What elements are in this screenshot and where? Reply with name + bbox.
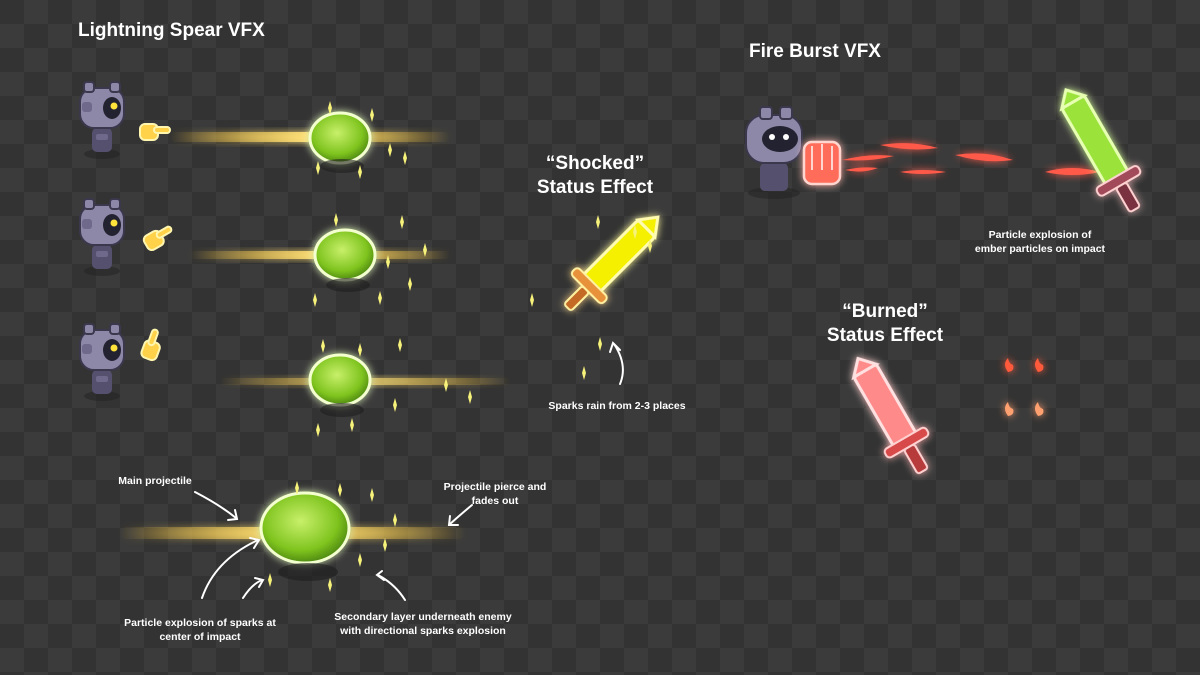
note-ember-particles: Particle explosion of ember particles on… bbox=[965, 228, 1115, 256]
shocked-status-line1: “Shocked” bbox=[545, 153, 645, 174]
robot-enemy-icon bbox=[745, 106, 803, 199]
note-sparks-center: Particle explosion of sparks at center o… bbox=[105, 616, 295, 644]
note-pierce-line1: Projectile pierce and bbox=[443, 481, 547, 493]
fire-particles bbox=[842, 143, 1100, 175]
fire-section-title: Fire Burst VFX bbox=[749, 41, 881, 62]
robot-enemy-icon bbox=[79, 323, 125, 402]
pointing-hand-icon bbox=[139, 326, 167, 363]
note-ember-line1: Particle explosion of bbox=[988, 229, 1092, 241]
fist-hand-icon bbox=[802, 140, 842, 186]
note-sparks-center-line1: Particle explosion of sparks at bbox=[124, 617, 276, 629]
shocked-status-line2: Status Effect bbox=[536, 177, 654, 198]
note-secondary-line2: with directional sparks explosion bbox=[340, 625, 506, 637]
sword-icon bbox=[564, 215, 660, 311]
robot-enemy-icon bbox=[79, 198, 125, 277]
lightning-section-title: Lightning Spear VFX bbox=[78, 20, 265, 41]
arrow-icon bbox=[194, 341, 624, 601]
note-main-projectile: Main projectile bbox=[118, 475, 192, 487]
burned-status-title: “Burned” Status Effect bbox=[810, 300, 960, 348]
lightning-orb bbox=[308, 111, 372, 165]
note-secondary-layer: Secondary layer underneath enemy with di… bbox=[318, 610, 528, 638]
sword-icon bbox=[1059, 88, 1142, 213]
note-sparks-rain: Sparks rain from 2-3 places bbox=[548, 400, 686, 412]
note-secondary-line1: Secondary layer underneath enemy bbox=[334, 611, 512, 623]
shocked-status-title: “Shocked” Status Effect bbox=[520, 152, 670, 200]
pointing-hand-icon bbox=[139, 123, 171, 141]
note-ember-line2: ember particles on impact bbox=[974, 243, 1106, 255]
burned-status-line2: Status Effect bbox=[826, 325, 944, 346]
burned-status-line1: “Burned” bbox=[842, 301, 928, 322]
note-sparks-center-line2: center of impact bbox=[159, 631, 241, 643]
sword-icon bbox=[851, 356, 930, 475]
flame-icon bbox=[1005, 358, 1044, 416]
pointing-hand-icon bbox=[141, 222, 177, 253]
note-projectile-pierce: Projectile pierce and fades out bbox=[430, 480, 560, 508]
robot-enemy-icon bbox=[79, 81, 125, 160]
note-pierce-line2: fades out bbox=[471, 495, 519, 507]
